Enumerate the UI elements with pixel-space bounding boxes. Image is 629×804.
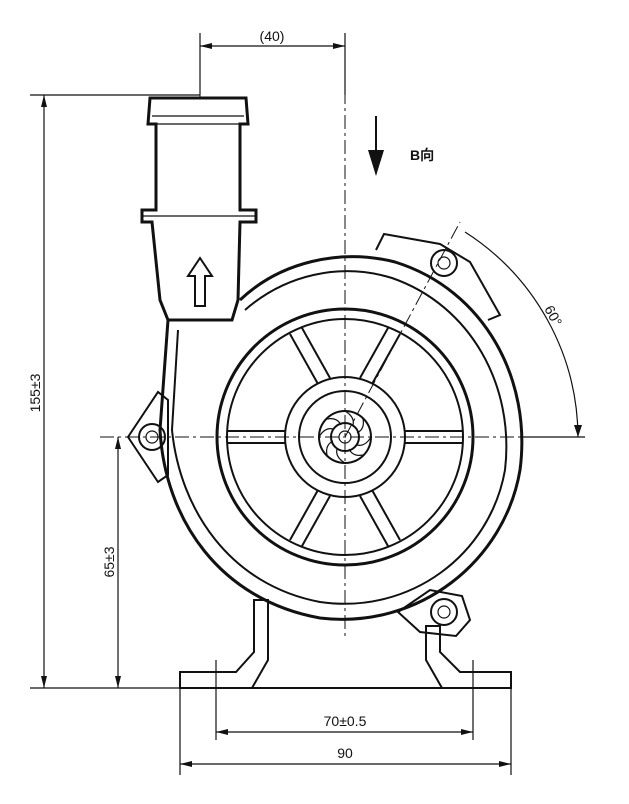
dimension-height-axis: 65±3 [101, 437, 121, 688]
dimension-foot-spacing-label: 70±0.5 [324, 713, 367, 729]
impeller [215, 307, 475, 567]
dimension-height-total: 155±3 [27, 94, 200, 689]
volute-housing [126, 232, 524, 638]
dimension-foot-spacing: 70±0.5 [215, 660, 474, 740]
view-direction-arrow: B向 [368, 116, 434, 176]
dimension-base-width-label: 90 [337, 745, 353, 761]
dimension-height-total-label: 155±3 [27, 373, 43, 412]
dimension-height-axis-label: 65±3 [101, 546, 117, 577]
view-direction-label: B向 [410, 147, 434, 163]
outlet-pipe [140, 96, 258, 322]
dimension-angle: 60° [464, 231, 585, 438]
mounting-feet [179, 599, 512, 689]
dimension-angle-label: 60° [541, 303, 565, 329]
dimension-base-width: 90 [179, 688, 512, 775]
dimension-top-offset-label: (40) [260, 28, 285, 44]
dimension-top-offset: (40) [199, 28, 346, 95]
